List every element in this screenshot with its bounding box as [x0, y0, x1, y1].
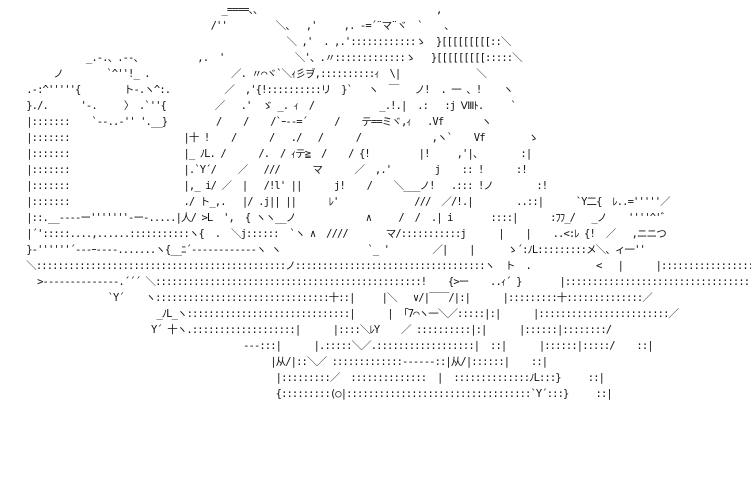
- art-line: /'' ＼、 ,' ,. -=´¨マ¨ヾ ` 、: [10, 20, 455, 32]
- art-line: _ﾉL_ヽ::::::::::::::::::::::::::::::| | ｢…: [10, 308, 679, 320]
- art-line: |:::::::::／ :::::::::::::: | :::::::::::…: [10, 372, 605, 384]
- art-line: |::::::: `--..-'' '.__} / / /`ｰ--=´ / テ=…: [10, 116, 491, 128]
- art-line: }-''''''´---ｰ----.......ヽ{__ﾆ´----------…: [10, 244, 646, 256]
- art-line: Y´ 十ヽ.:::::::::::::::::::| |::::＼ﾚY ／ ::…: [10, 324, 612, 336]
- art-line: |::::::: |_ ﾉL. / /. / ｨテ≧ / / {! |! ,'|…: [10, 148, 532, 160]
- art-line: |::::::: |.`Y´/ ／ /// マ ／ ,.' j :: ! :!: [10, 164, 527, 176]
- art-line: |::::::: |十 ! / / ./ / / ,ヽ` Vf ゝ: [10, 132, 538, 144]
- art-line: |::.__----ー'''''''-ー-.....|人/ >L ', { ヽヽ…: [10, 212, 671, 224]
- art-line: {:::::::::(○|:::::::::::::::::::::::::::…: [10, 388, 613, 400]
- art-line: _.-.、.--、 ,. ' ＼'、.〃:::::::::::::ゝ }[[[[…: [10, 52, 523, 64]
- ascii-art-text: _====、、 , /'' ＼、 ,' ,. -=´¨マ¨ヾ ` 、 ＼ ,' …: [10, 2, 751, 402]
- art-line: ＼:::::::::::::::::::::::::::::::::::::::…: [10, 260, 751, 272]
- art-line: ＼ ,' . ,.'::::::::::::ゝ }[[[[[[[[[::＼: [10, 36, 511, 48]
- art-line: >--------------.´´´ ＼:::::::::::::::::::…: [10, 276, 751, 288]
- art-line: ---:::| |.:::::＼／.::::::::::::::::::| ::…: [10, 340, 653, 352]
- art-line: .-:^'''''{ ト-.ヽ^:. ／ ,'{!::::::::::リ }` …: [10, 84, 513, 96]
- art-line: |´':::::....,......:::::::::::ヽ{ . ＼j:::…: [10, 228, 666, 240]
- art-line: `Y´ ヽ::::::::::::::::::::::::::::::::十::…: [10, 292, 653, 304]
- art-line: |::::::: |,_ i/ ／ | /!l' || j! / ＼___ノ! …: [10, 180, 548, 192]
- art-line: _====、、 ,: [10, 4, 458, 16]
- art-line: |从/|::＼／ :::::::::::::------::|从/|::::::…: [10, 356, 548, 368]
- art-line: ノ `^''!_ . ／. 〃⌒ヾ`＼ｨ彡ヺ,::::::::::ｨ \| ＼: [10, 68, 486, 80]
- art-line: |::::::: ./ ト_,. |/ .j|| || ﾚ' /// ／/!.|…: [10, 196, 670, 208]
- art-line: }./. '-. 〉 .`''{ ／ .' ゞ _. ｨ / _.!.| .: …: [10, 100, 516, 112]
